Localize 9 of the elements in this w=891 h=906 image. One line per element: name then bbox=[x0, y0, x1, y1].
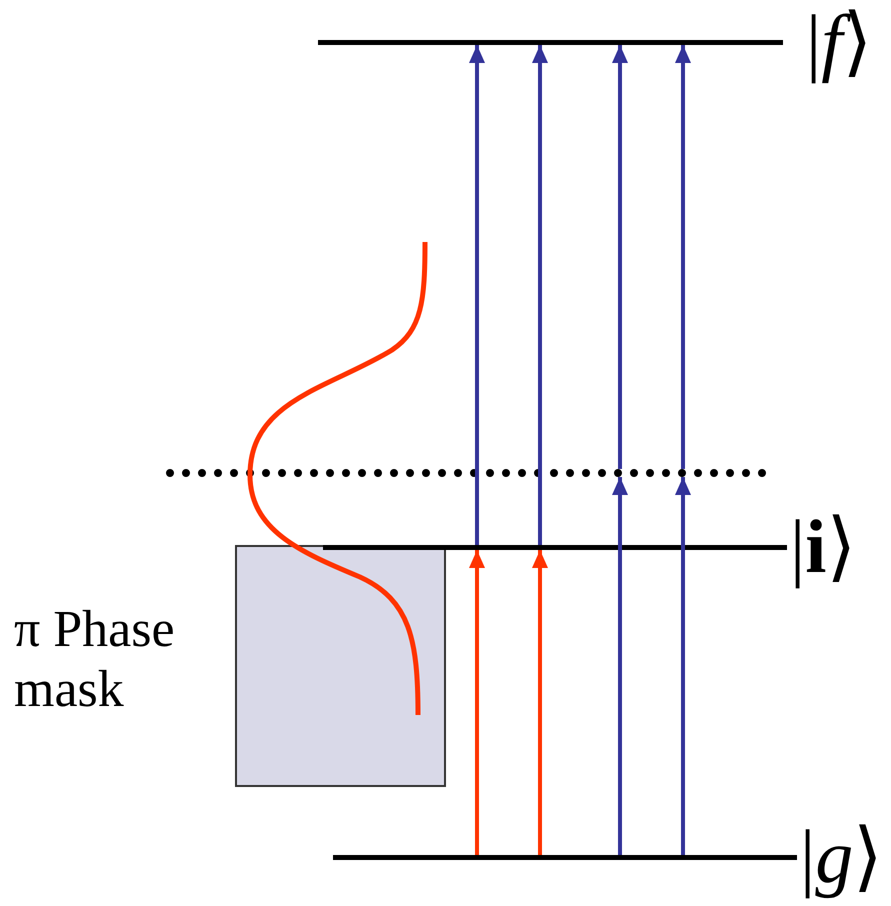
transition-arrow bbox=[675, 477, 691, 855]
transition-arrow bbox=[469, 45, 485, 545]
transition-arrow bbox=[612, 477, 628, 855]
transition-arrow bbox=[532, 45, 548, 545]
mask-label: π Phase mask bbox=[14, 600, 176, 720]
transition-arrow bbox=[675, 45, 691, 469]
transition-arrow bbox=[469, 550, 485, 855]
transition-arrow bbox=[532, 550, 548, 855]
transition-arrow bbox=[612, 45, 628, 469]
